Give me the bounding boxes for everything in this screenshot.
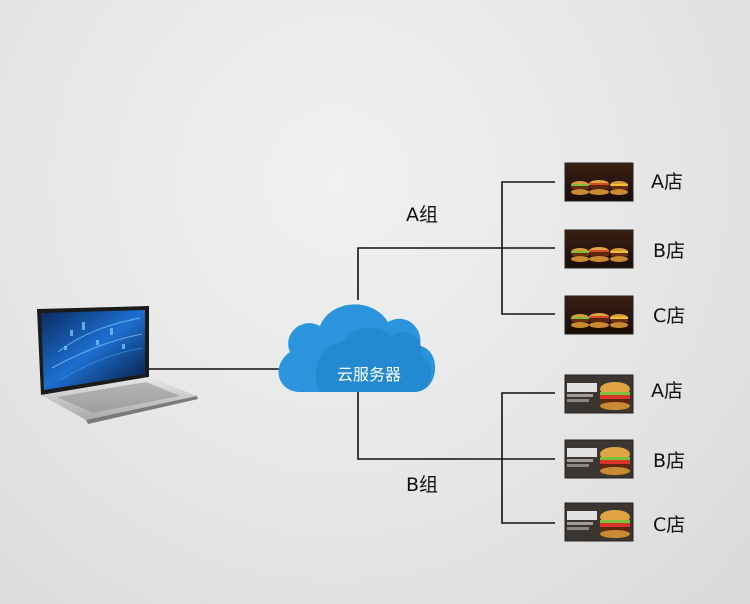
store-label-b-b: B店 bbox=[653, 450, 685, 472]
store-label-a-c: C店 bbox=[653, 305, 685, 327]
group-b-bracket bbox=[501, 392, 555, 524]
group-a-label: A组 bbox=[406, 204, 438, 226]
burger-image bbox=[571, 247, 628, 262]
burger-image bbox=[571, 180, 628, 195]
ad-title-block bbox=[567, 511, 597, 520]
connection-lines bbox=[148, 181, 555, 524]
signage-screen-a3 bbox=[564, 295, 634, 335]
store-label-a-a: A店 bbox=[651, 171, 683, 193]
burger-image bbox=[571, 313, 628, 328]
laptop-icon bbox=[37, 306, 198, 424]
group-a-screens bbox=[564, 162, 634, 335]
store-label-a-b: B店 bbox=[653, 240, 685, 262]
store-label-b-c: C店 bbox=[653, 514, 685, 536]
burger-image bbox=[600, 510, 630, 538]
burger-image bbox=[600, 382, 630, 410]
signage-screen-b1 bbox=[564, 374, 634, 414]
signage-screen-b3 bbox=[564, 502, 634, 542]
group-b-screens bbox=[564, 374, 634, 542]
cloud-server-icon bbox=[278, 304, 436, 392]
group-a-bracket bbox=[501, 181, 555, 315]
burger-image bbox=[600, 447, 630, 475]
group-a-branch bbox=[357, 247, 555, 300]
signage-screen-a1 bbox=[564, 162, 634, 202]
group-b-branch bbox=[357, 392, 555, 460]
store-labels: A店 B店 C店 A店 B店 C店 bbox=[651, 171, 685, 536]
cloud-server-label: 云服务器 bbox=[337, 365, 401, 384]
ad-title-block bbox=[567, 383, 597, 392]
signage-screen-a2 bbox=[564, 229, 634, 269]
signage-screen-b2 bbox=[564, 439, 634, 479]
store-label-b-a: A店 bbox=[651, 380, 683, 402]
ad-title-block bbox=[567, 448, 597, 457]
group-b-label: B组 bbox=[406, 474, 438, 496]
